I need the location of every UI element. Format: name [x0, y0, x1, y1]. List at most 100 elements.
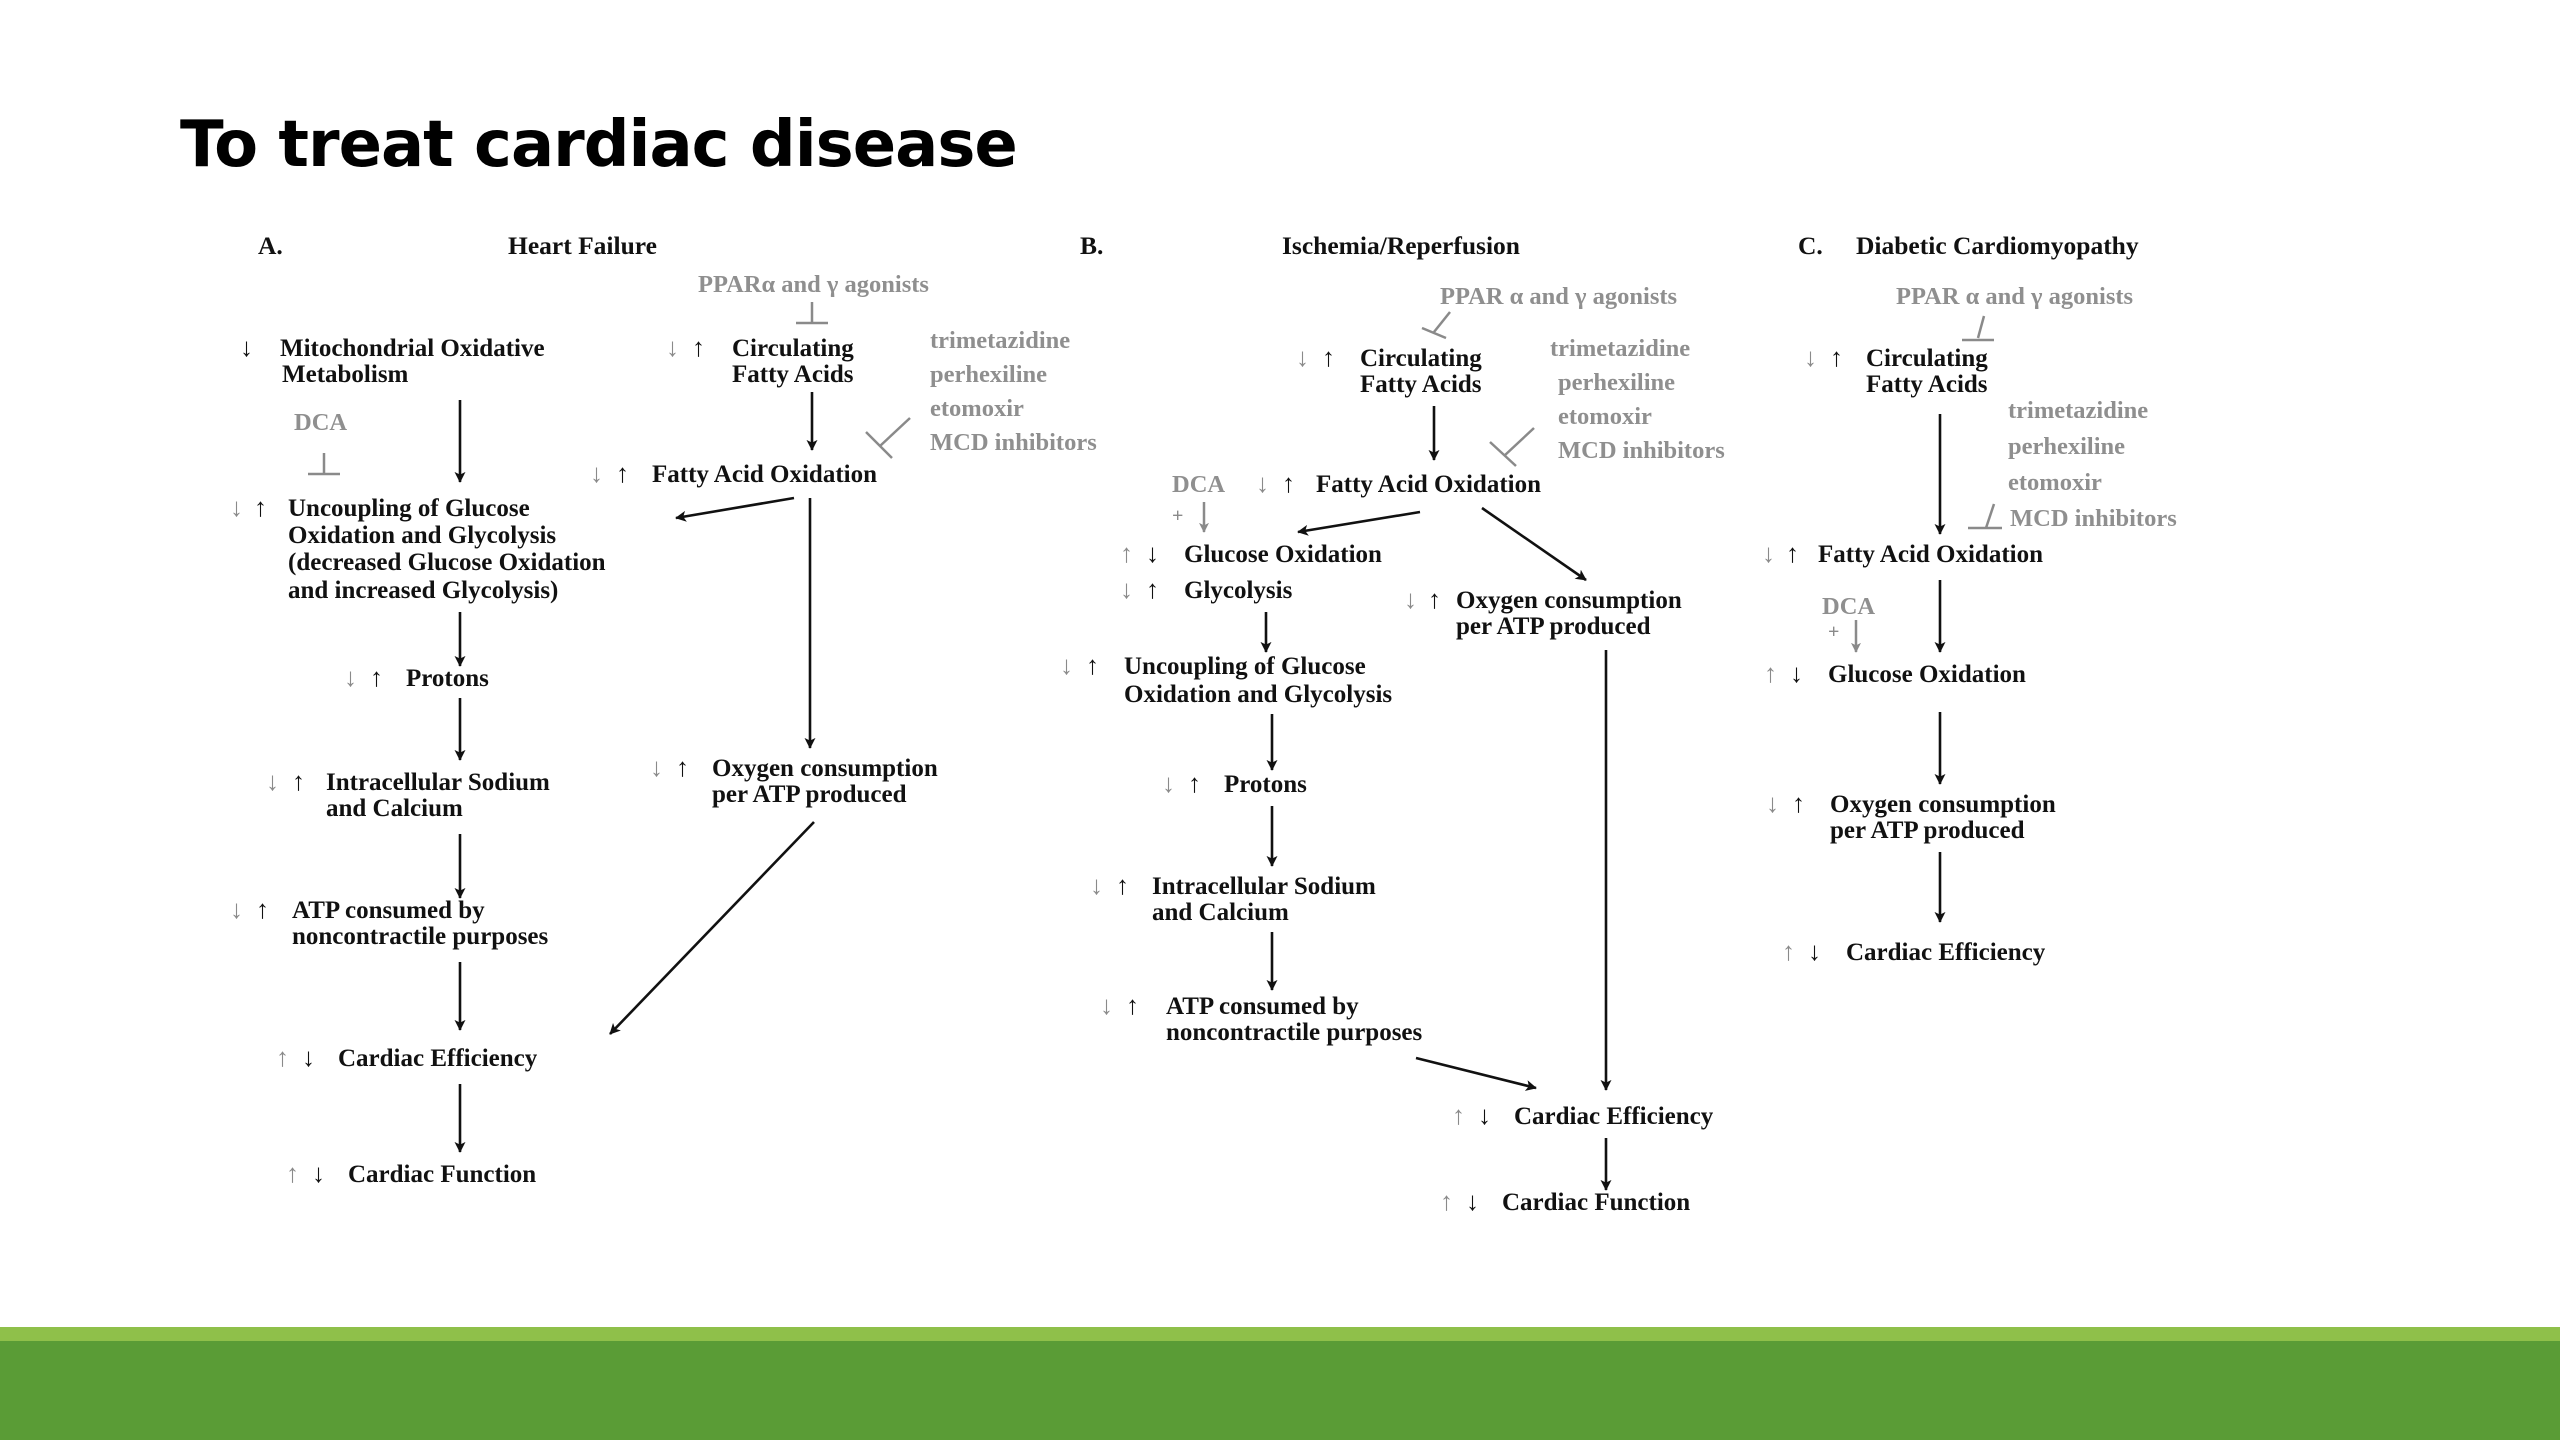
panel-b-drug-perhexiline: perhexiline: [1558, 369, 1675, 396]
panel-c-inhibit-markers: [1962, 315, 2002, 530]
panel-a-uncoupling-line1: Uncoupling of Glucose: [288, 495, 530, 522]
panel-a-title: Heart Failure: [508, 231, 657, 260]
panel-a-decrease-icon: ↓: [302, 1043, 315, 1072]
panel-b-circ-line1: Circulating: [1360, 345, 1482, 372]
panel-a-increase-icon: ↑: [276, 1043, 289, 1072]
panel-b-drug-mcd-inhibitors: MCD inhibitors: [1558, 437, 1725, 464]
panel-a-increase-icon: ↑: [692, 333, 705, 362]
panel-b-efficiency: Cardiac Efficiency: [1514, 1103, 1714, 1130]
panel-b-title: Ischemia/Reperfusion: [1282, 231, 1520, 260]
panel-b-protons: Protons: [1224, 771, 1307, 798]
panel-a-decrease-icon: ↓: [344, 663, 357, 692]
panel-b-oxygen-line2: per ATP produced: [1456, 613, 1651, 640]
panel-b-increase-icon: ↑: [1126, 991, 1139, 1020]
panel-b-drug-trimetazidine: trimetazidine: [1550, 335, 1690, 362]
panel-b-increase-icon: ↑: [1188, 769, 1201, 798]
panel-c-title: Diabetic Cardiomyopathy: [1856, 231, 2139, 260]
panel-a-circ-line2: Fatty Acids: [732, 361, 854, 388]
panel-c-circ-line2: Fatty Acids: [1866, 371, 1988, 398]
panel-a-drug-perhexiline: perhexiline: [930, 361, 1047, 388]
panel-a-increase-icon: ↑: [616, 459, 629, 488]
panel-b-increase-icon: ↑: [1282, 469, 1295, 498]
panel-c-increase-icon: ↑: [1764, 659, 1777, 688]
panel-c-decrease-icon: ↓: [1766, 789, 1779, 818]
panel-b-decrease-icon: ↓: [1404, 585, 1417, 614]
footer-accent-line: [0, 1327, 2560, 1341]
panel-c-decrease-icon: ↓: [1804, 343, 1817, 372]
panel-a-decrease-icon: ↓: [666, 333, 679, 362]
panel-c-increase-icon: ↑: [1830, 343, 1843, 372]
panel-b-increase-icon: ↑: [1086, 651, 1099, 680]
panel-c-increase-icon: ↑: [1786, 539, 1799, 568]
panel-a-increase-icon: ↑: [676, 753, 689, 782]
panel-b-decrease-icon: ↓: [1466, 1187, 1479, 1216]
panel-a-atp-line2: noncontractile purposes: [292, 923, 549, 950]
panel-a-heart-failure: A. Heart Failure PPARα and γ agonists ↓ …: [230, 231, 1097, 1188]
panel-a-increase-icon: ↑: [286, 1159, 299, 1188]
panel-b-increase-icon: ↑: [1120, 539, 1133, 568]
panel-a-decrease-icon: ↓: [590, 459, 603, 488]
footer-band: [0, 1341, 2560, 1440]
panel-b-sodium-line2: and Calcium: [1152, 899, 1289, 926]
slide-title: To treat cardiac disease: [180, 108, 1018, 182]
panel-c-oxygen-line1: Oxygen consumption: [1830, 791, 2056, 818]
panel-b-uncoupling-line1: Uncoupling of Glucose: [1124, 653, 1366, 680]
panel-a-decrease-icon: ↓: [230, 493, 243, 522]
panel-c-drug-perhexiline: perhexiline: [2008, 433, 2125, 460]
panel-c-drug-mcd-inhibitors: MCD inhibitors: [2010, 505, 2177, 532]
panel-c-efficiency: Cardiac Efficiency: [1846, 939, 2046, 966]
panel-a-drug-etomoxir: etomoxir: [930, 395, 1024, 422]
panel-c-diabetic-cardiomyopathy: C. Diabetic Cardiomyopathy PPAR α and γ …: [1762, 231, 2177, 966]
panel-a-mito-line2: Metabolism: [282, 361, 409, 388]
panel-c-letter: C.: [1798, 231, 1823, 260]
panel-b-decrease-icon: ↓: [1060, 651, 1073, 680]
cardiac-metabolism-diagram: A. Heart Failure PPARα and γ agonists ↓ …: [230, 231, 2177, 1216]
panel-c-decrease-icon: ↓: [1790, 659, 1803, 688]
panel-b-letter: B.: [1080, 231, 1103, 260]
panel-b-drug-etomoxir: etomoxir: [1558, 403, 1652, 430]
panel-a-protons: Protons: [406, 665, 489, 692]
panel-b-function: Cardiac Function: [1502, 1189, 1690, 1216]
panel-a-decrease-icon: ↓: [650, 753, 663, 782]
panel-b-increase-icon: ↑: [1116, 871, 1129, 900]
panel-c-dca-plus: +: [1828, 621, 1839, 643]
panel-b-decrease-icon: ↓: [1256, 469, 1269, 498]
panel-a-drug-mcd-inhibitors: MCD inhibitors: [930, 429, 1097, 456]
panel-b-decrease-icon: ↓: [1478, 1101, 1491, 1130]
panel-b-atp-line1: ATP consumed by: [1166, 993, 1359, 1020]
panel-b-circ-line2: Fatty Acids: [1360, 371, 1482, 398]
panel-a-decrease-icon: ↓: [312, 1159, 325, 1188]
panel-a-sodium-line1: Intracellular Sodium: [326, 769, 550, 796]
panel-b-ischemia-reperfusion: B. Ischemia/Reperfusion PPAR α and γ ago…: [1060, 231, 1725, 1216]
panel-a-oxygen-line2: per ATP produced: [712, 781, 907, 808]
panel-c-increase-icon: ↑: [1782, 937, 1795, 966]
panel-b-decrease-icon: ↓: [1162, 769, 1175, 798]
panel-b-uncoupling-line2: Oxidation and Glycolysis: [1124, 681, 1392, 708]
panel-a-uncoupling-line3: (decreased Glucose Oxidation: [288, 549, 606, 576]
panel-c-increase-icon: ↑: [1792, 789, 1805, 818]
panel-b-inhibit-markers: [1421, 311, 1535, 467]
panel-a-oxygen-line1: Oxygen consumption: [712, 755, 938, 782]
panel-a-letter: A.: [258, 231, 283, 260]
panel-a-increase-icon: ↑: [254, 493, 267, 522]
panel-c-fao: Fatty Acid Oxidation: [1818, 541, 2043, 568]
panel-b-increase-icon: ↑: [1146, 575, 1159, 604]
panel-b-sodium-line1: Intracellular Sodium: [1152, 873, 1376, 900]
panel-a-atp-line1: ATP consumed by: [292, 897, 485, 924]
panel-c-ppar-agonists: PPAR α and γ agonists: [1896, 283, 2133, 310]
panel-a-circ-line1: Circulating: [732, 335, 854, 362]
panel-a-decrease-icon: ↓: [240, 333, 253, 362]
panel-c-decrease-icon: ↓: [1762, 539, 1775, 568]
panel-c-circ-line1: Circulating: [1866, 345, 1988, 372]
panel-b-decrease-icon: ↓: [1146, 539, 1159, 568]
panel-a-increase-icon: ↑: [292, 767, 305, 796]
panel-a-inhibit-markers: [308, 302, 911, 476]
panel-b-increase-icon: ↑: [1452, 1101, 1465, 1130]
panel-a-fao: Fatty Acid Oxidation: [652, 461, 877, 488]
panel-a-decrease-icon: ↓: [230, 895, 243, 924]
panel-b-decrease-icon: ↓: [1100, 991, 1113, 1020]
panel-b-atp-line2: noncontractile purposes: [1166, 1019, 1423, 1046]
panel-b-arrows: [1260, 406, 1612, 1191]
panel-b-decrease-icon: ↓: [1120, 575, 1133, 604]
panel-b-dca-plus: +: [1172, 505, 1183, 527]
